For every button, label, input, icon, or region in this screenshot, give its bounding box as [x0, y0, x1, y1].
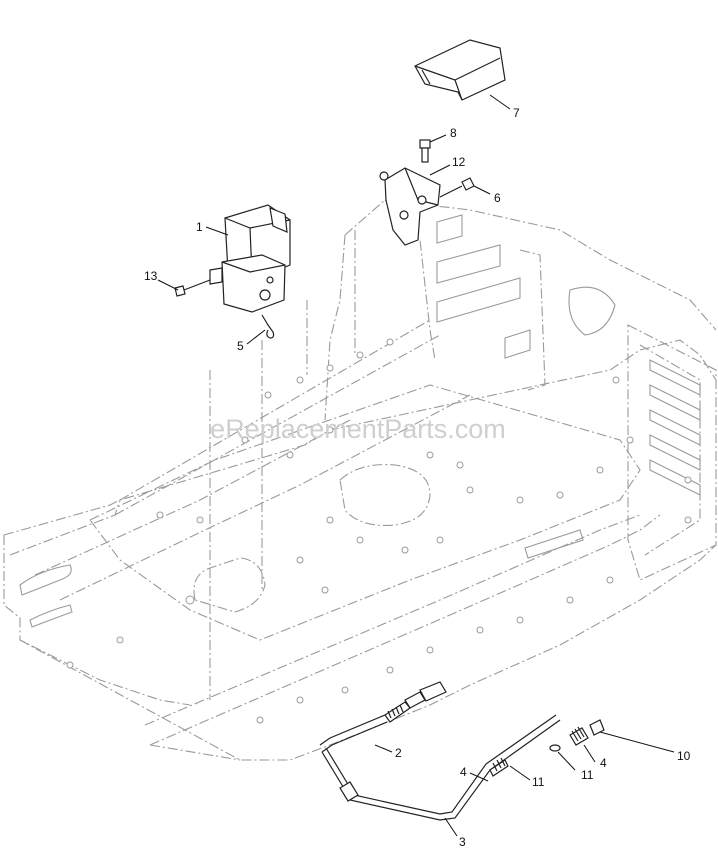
leader-lines — [157, 94, 675, 837]
watermark: eReplacementParts.com — [210, 414, 506, 444]
callout-6: 6 — [494, 191, 501, 205]
mower-frame — [3, 199, 717, 761]
callout-4: 4 — [460, 765, 467, 779]
screw-part-13 — [174, 279, 211, 297]
bracket-part-12 — [379, 167, 441, 246]
callout-2: 2 — [395, 746, 402, 760]
actuator-part-1 — [209, 204, 291, 313]
bolt-part-8 — [419, 139, 431, 163]
callout-10: 10 — [677, 749, 691, 763]
callout-13: 13 — [144, 269, 158, 283]
callout-8: 8 — [450, 126, 457, 140]
callout-labels: 1 2 3 4 4 5 6 7 8 10 11 11 12 13 — [144, 106, 691, 849]
linkage-rod-part-3 — [321, 714, 561, 821]
callout-3: 3 — [459, 835, 466, 849]
callout-5: 5 — [237, 339, 244, 353]
linkage-rod-part-2 — [319, 681, 447, 753]
callout-4-right: 4 — [600, 756, 607, 770]
callout-11: 11 — [532, 775, 545, 789]
callout-12: 12 — [452, 155, 466, 169]
clip-part-5 — [261, 314, 275, 339]
callout-11-right: 11 — [581, 768, 594, 782]
screw-part-6 — [439, 177, 475, 198]
callout-1: 1 — [196, 220, 203, 234]
cover-part-7 — [414, 39, 506, 101]
fastener-stack — [549, 719, 605, 752]
callout-7: 7 — [513, 106, 520, 120]
